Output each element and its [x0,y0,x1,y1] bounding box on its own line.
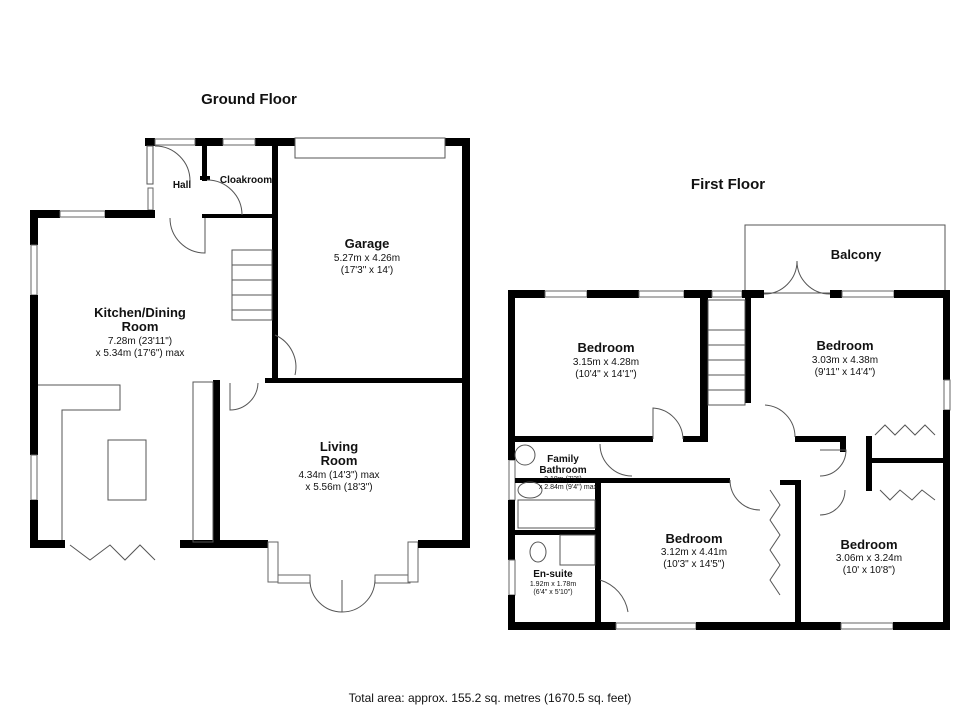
living-label-2: Room [321,453,358,468]
bathroom-dim-ft: x 2.84m (9'4") max [539,484,598,491]
balcony-label: Balcony [831,247,882,262]
hall-label: Hall [173,180,192,191]
living-label: Living [320,439,358,454]
garage-dim-m: 5.27m x 4.26m [334,253,400,264]
first-floor-title: First Floor [691,176,765,193]
bathroom-label-2: Bathroom [539,465,586,476]
garage-dim-ft: (17'3" x 14') [341,265,393,276]
bedroom3-dim-ft: (10'3" x 14'5") [663,559,725,570]
bedroom4-label: Bedroom [840,537,897,552]
first-floor-walls [508,224,951,630]
bedroom1-label: Bedroom [577,340,634,355]
bathroom-label: Family [547,454,579,465]
kitchen-dim-m: 7.28m (23'11") [108,336,172,347]
total-area: Total area: approx. 155.2 sq. metres (16… [349,691,632,705]
bedroom3-label: Bedroom [665,531,722,546]
kitchen-label-2: Room [122,319,159,334]
garage-label: Garage [345,236,390,251]
bedroom2-dim-m: 3.03m x 4.38m [812,355,878,366]
bedroom4-dim-m: 3.06m x 3.24m [836,553,902,564]
cloakroom-label: Cloakroom [220,175,272,186]
bedroom2-label: Bedroom [816,338,873,353]
ground-floor-title: Ground Floor [201,91,297,108]
living-dim-m: 4.34m (14'3") max [298,470,379,481]
bedroom2-dim-ft: (9'11" x 14'4") [815,367,876,378]
ground-floor-walls [30,137,470,613]
bedroom1-dim-ft: (10'4" x 14'1") [575,369,637,380]
bedroom1-dim-m: 3.15m x 4.28m [573,357,639,368]
bedroom3-dim-m: 3.12m x 4.41m [661,547,727,558]
ensuite-dim-m: 1.92m x 1.78m [530,581,576,588]
bedroom4-dim-ft: (10' x 10'8") [843,565,895,576]
bathroom-dim-m: 2.18m (7'2") [544,476,582,483]
kitchen-dim-ft: x 5.34m (17'6") max [96,348,185,359]
living-dim-ft: x 5.56m (18'3") [305,482,372,493]
ensuite-dim-ft: (6'4" x 5'10") [533,589,572,596]
ensuite-label: En-suite [533,569,573,580]
kitchen-label: Kitchen/Dining [94,305,186,320]
